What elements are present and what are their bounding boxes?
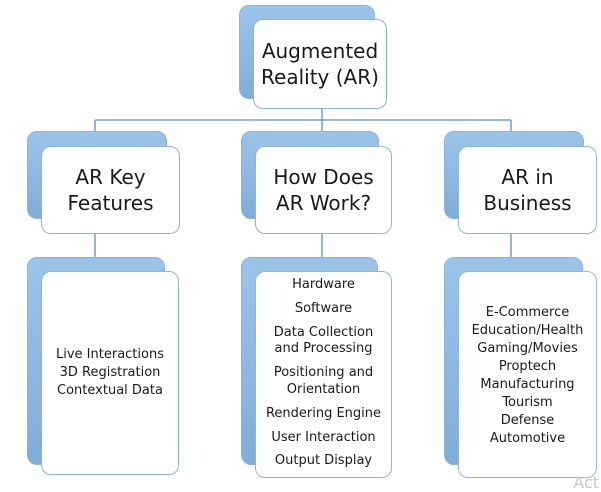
list-item: 3D Registration xyxy=(59,365,161,380)
branch-node-how-ar-works: How Does AR Work? xyxy=(241,131,392,234)
watermark-text: Act xyxy=(573,473,599,492)
list-item: Tourism xyxy=(502,394,553,410)
list-item: Automotive xyxy=(489,430,566,446)
list-item: Gaming/Movies xyxy=(477,340,578,356)
branch-title: How Does AR Work? xyxy=(273,165,374,215)
root-title: Augmented Reality (AR) xyxy=(261,39,379,89)
list-item: Data Collection and Processing xyxy=(273,324,374,357)
list-item: User Interaction xyxy=(271,429,376,445)
list-node-ar-in-business: E-Commerce Education/Health Gaming/Movie… xyxy=(444,257,597,478)
list-item: Positioning and Orientation xyxy=(273,365,374,397)
list-item: Defense xyxy=(500,412,555,428)
branch-node-ar-in-business: AR in Business xyxy=(444,131,597,234)
branch-title: AR Key Features xyxy=(67,165,154,215)
branch-title: AR in Business xyxy=(483,165,572,215)
list-item: Manufacturing xyxy=(480,376,575,392)
list-item: Live Interactions xyxy=(56,347,164,362)
branch-node-key-features: AR Key Features xyxy=(27,131,180,234)
list-node-key-features: Live Interactions 3D Registration Contex… xyxy=(27,257,179,475)
list-item: Contextual Data xyxy=(57,383,163,398)
list-item: Education/Health xyxy=(471,322,584,338)
list-item: E-Commerce xyxy=(485,304,570,320)
list-item: Output Display xyxy=(274,453,373,469)
list-item: Rendering Engine xyxy=(265,405,382,421)
list-item: Proptech xyxy=(498,358,557,374)
root-node: Augmented Reality (AR) xyxy=(239,5,387,109)
list-node-how-ar-works: Hardware Software Data Collection and Pr… xyxy=(241,257,392,478)
list-item: Software xyxy=(294,300,353,316)
list-item: Hardware xyxy=(292,277,355,292)
